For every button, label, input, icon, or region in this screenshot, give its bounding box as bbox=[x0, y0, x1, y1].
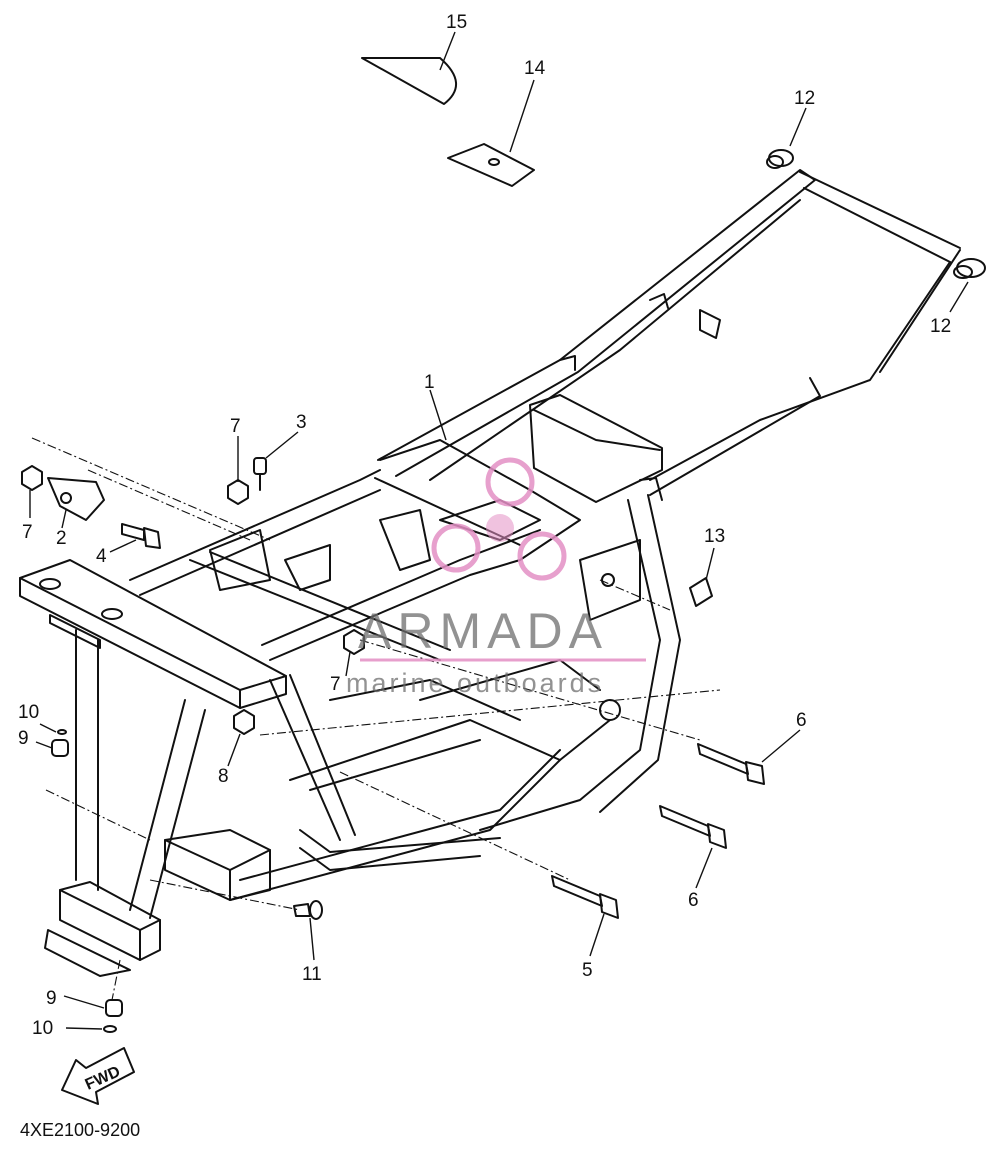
part-code: 4XE2100-9200 bbox=[20, 1120, 140, 1140]
callout-12-top: 12 bbox=[794, 88, 815, 109]
watermark-brand: ARMADA bbox=[358, 603, 608, 659]
callout-6-lower: 6 bbox=[688, 890, 699, 911]
watermark-tagline: marine outboards bbox=[346, 668, 604, 698]
callout-10-upper: 10 bbox=[18, 702, 39, 723]
fwd-arrow-icon: FWD bbox=[61, 1047, 135, 1105]
part-15-strip bbox=[361, 57, 457, 105]
callout-7-left: 7 bbox=[22, 522, 33, 543]
callout-8: 8 bbox=[218, 766, 229, 787]
callout-3: 3 bbox=[296, 412, 307, 433]
part-10-pin-lower bbox=[103, 1025, 117, 1033]
part-4-bolt bbox=[121, 523, 145, 541]
part-5-bolt bbox=[551, 875, 603, 907]
frame-body bbox=[19, 169, 961, 977]
callouts: 15 14 12 12 1 3 7 7 2 4 13 7 6 6 5 11 10… bbox=[18, 12, 951, 1039]
part-7-nut-mid bbox=[227, 479, 249, 505]
part-6-bolt-upper bbox=[697, 743, 749, 775]
part-6-bolt-lower bbox=[659, 805, 711, 837]
watermark: ARMADA marine outboards bbox=[346, 457, 646, 698]
callout-9-lower: 9 bbox=[46, 988, 57, 1009]
part-7-nut-left bbox=[21, 465, 43, 491]
part-10-pin-upper bbox=[57, 729, 67, 735]
callout-5: 5 bbox=[582, 960, 593, 981]
callout-7-mid: 7 bbox=[230, 416, 241, 437]
callout-11: 11 bbox=[302, 964, 322, 985]
callout-4: 4 bbox=[96, 546, 107, 567]
callout-6-upper: 6 bbox=[796, 710, 807, 731]
part-11-bolt bbox=[293, 903, 311, 917]
callout-1: 1 bbox=[424, 372, 435, 393]
part-3-bolt bbox=[253, 457, 267, 475]
callout-2: 2 bbox=[56, 528, 67, 549]
callout-15: 15 bbox=[446, 12, 467, 33]
part-9-grommet-upper bbox=[51, 739, 69, 757]
part-2-bracket bbox=[47, 477, 105, 521]
callout-10-lower: 10 bbox=[32, 1018, 53, 1039]
watermark-logo-icon bbox=[431, 457, 567, 581]
callout-7-center: 7 bbox=[330, 674, 341, 695]
callout-12-right: 12 bbox=[930, 316, 951, 337]
part-7-nut-center bbox=[343, 629, 365, 655]
part-8-nut bbox=[233, 709, 255, 735]
callout-13: 13 bbox=[704, 526, 725, 547]
callout-14: 14 bbox=[524, 58, 546, 79]
part-14-plate bbox=[447, 143, 535, 187]
callout-9-upper: 9 bbox=[18, 728, 29, 749]
part-9-grommet-lower bbox=[105, 999, 123, 1017]
part-13-clip bbox=[689, 577, 713, 607]
